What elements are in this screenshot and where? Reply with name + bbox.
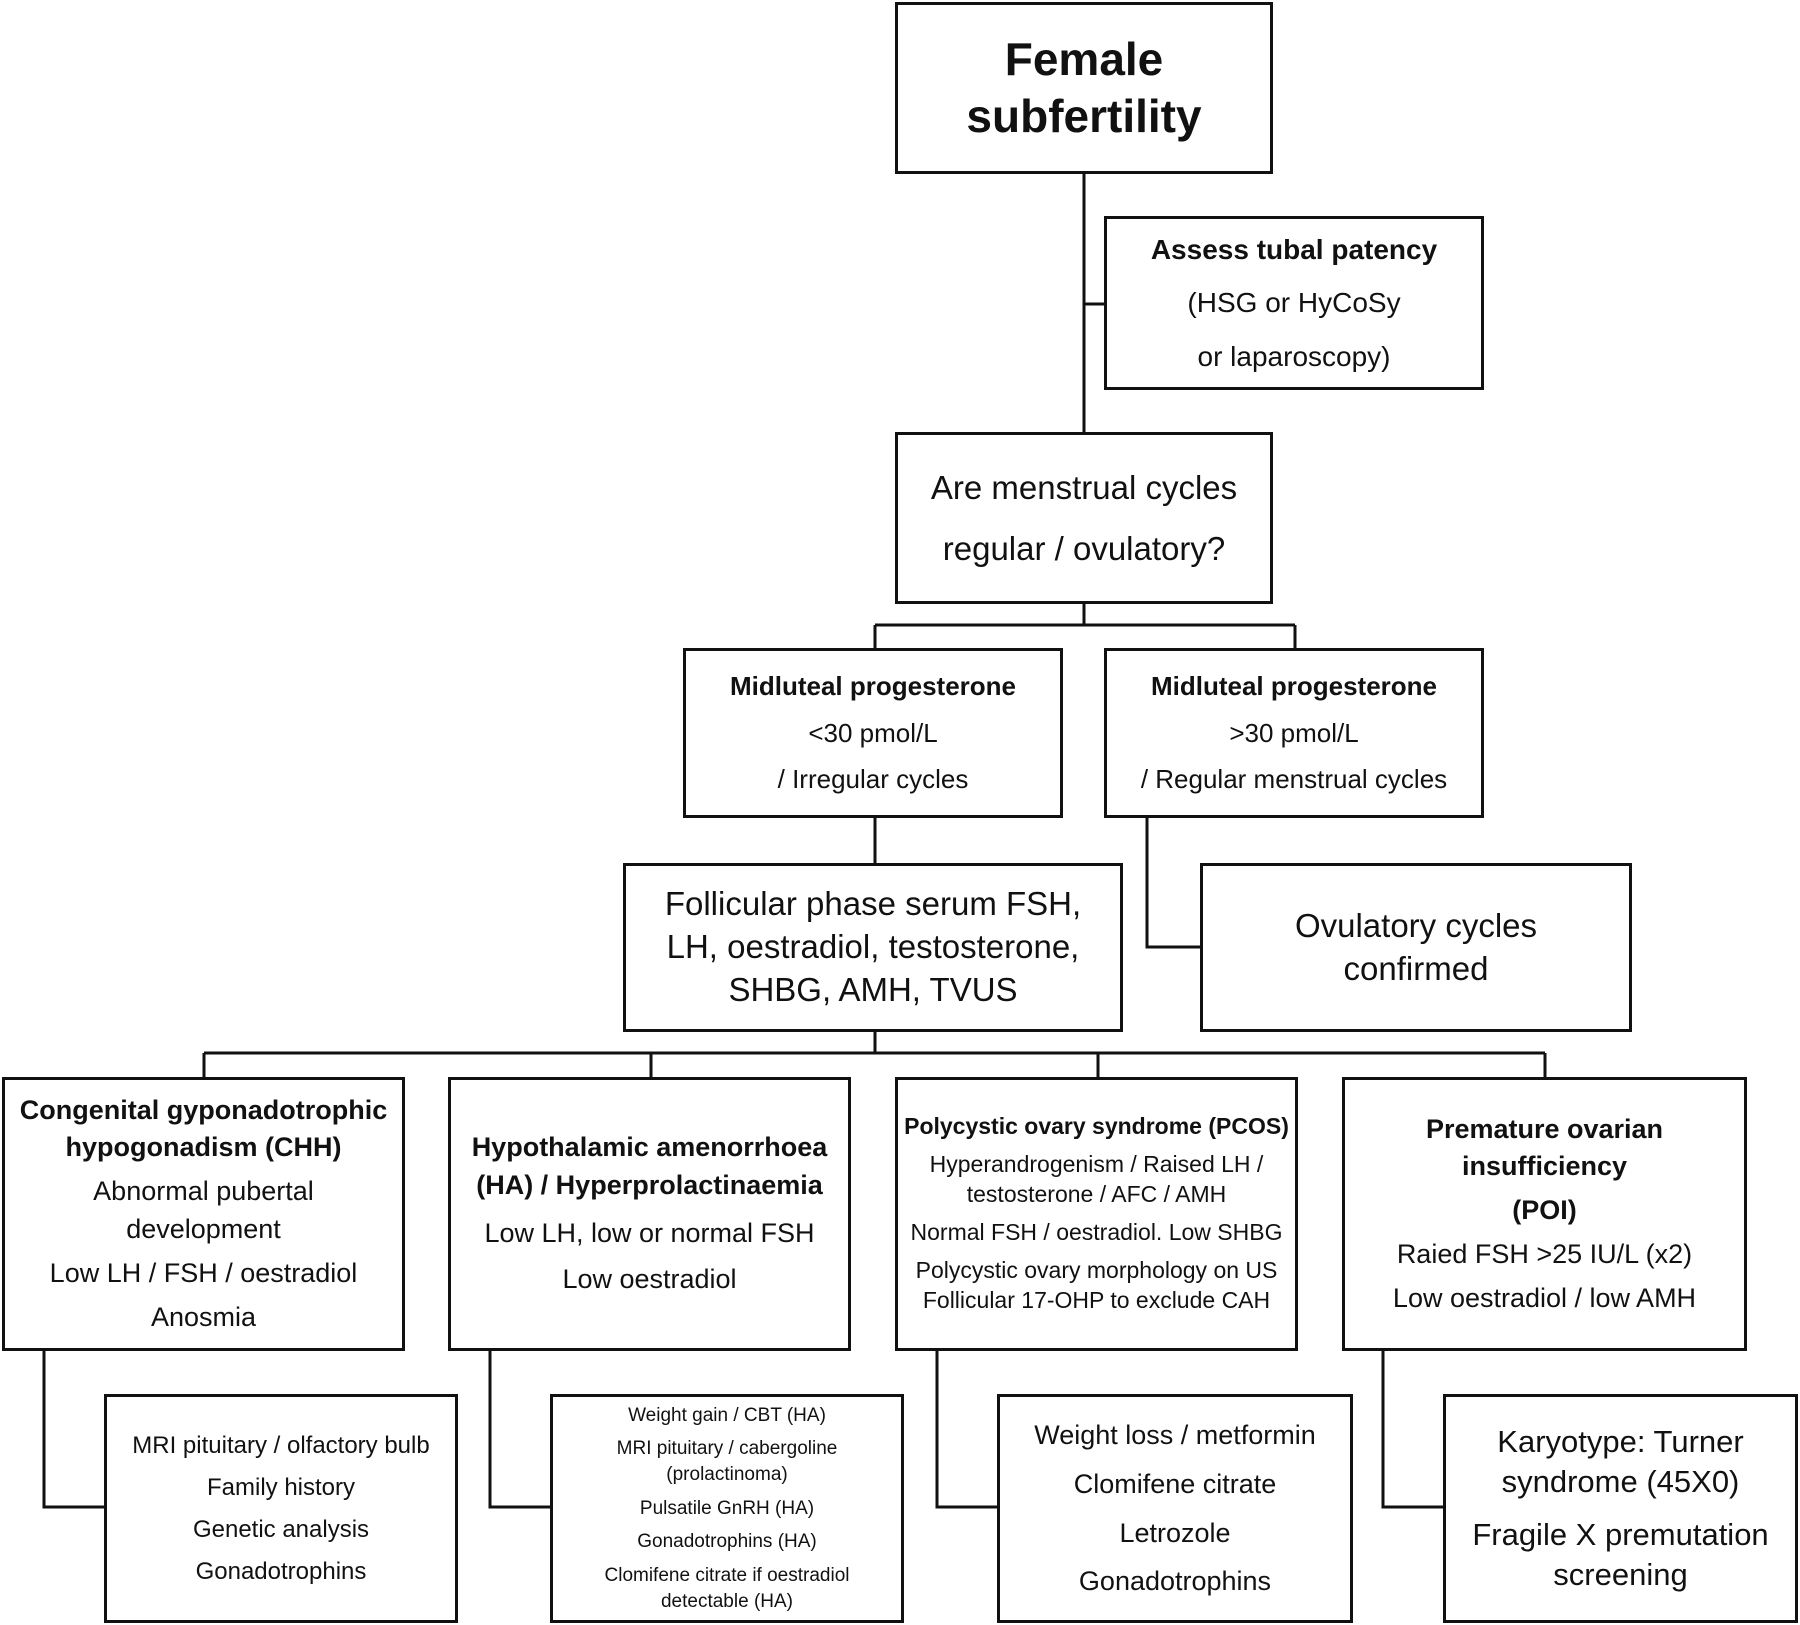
ha-treatment-box: Weight gain / CBT (HA) MRI pituitary / c… <box>550 1394 904 1623</box>
ovulatory-line2: confirmed <box>1343 949 1489 987</box>
ha-tx-line4: Pulsatile GnRH (HA) <box>639 1497 815 1519</box>
chh-tx-line4: Gonadotrophins <box>195 1557 367 1585</box>
chh-title-line2: hypogonadism (CHH) <box>65 1132 342 1163</box>
follicular-line1: Follicular phase serum FSH, <box>664 885 1082 923</box>
connector-ha-tx <box>488 1351 550 1509</box>
poi-title-line1: Premature ovarian <box>1425 1113 1664 1144</box>
ha-line2: Low oestradiol <box>562 1263 737 1294</box>
chh-tx-line2: Family history <box>206 1473 356 1501</box>
poi-treatment-box: Karyotype: Turner syndrome (45X0) Fragil… <box>1443 1394 1798 1623</box>
chh-line1: Abnormal pubertal <box>93 1176 314 1207</box>
pcos-title: Polycystic ovary syndrome (PCOS) <box>904 1113 1289 1140</box>
tubal-line2: or laparoscopy) <box>1197 340 1391 372</box>
prog-low-box: Midluteal progesterone <30 pmol/L / Irre… <box>683 648 1063 818</box>
poi-tx-line1: Karyotype: Turner <box>1497 1423 1744 1459</box>
ha-tx-line6: Clomifene citrate if oestradiol <box>604 1564 850 1586</box>
question-line1: Are menstrual cycles <box>930 468 1238 506</box>
prog-high-title: Midluteal progesterone <box>1150 670 1438 701</box>
prog-high-line1: >30 pmol/L <box>1229 717 1359 748</box>
poi-line2: Low oestradiol / low AMH <box>1392 1282 1697 1313</box>
follicular-line2: LH, oestradiol, testosterone, <box>666 928 1080 966</box>
poi-tx-line2: syndrome (45X0) <box>1501 1464 1740 1500</box>
chh-tx-line1: MRI pituitary / olfactory bulb <box>132 1431 430 1459</box>
ha-box: Hypothalamic amenorrhoea (HA) / Hyperpro… <box>448 1077 851 1351</box>
root-title-line1: Female <box>1004 32 1164 85</box>
tubal-box: Assess tubal patency (HSG or HyCoSy or l… <box>1104 216 1484 390</box>
ovulatory-box: Ovulatory cycles confirmed <box>1200 863 1632 1032</box>
pcos-tx-line4: Gonadotrophins <box>1078 1566 1272 1597</box>
ha-title-line1: Hypothalamic amenorrhoea <box>471 1132 828 1163</box>
question-line2: regular / ovulatory? <box>942 530 1226 567</box>
chh-tx-line3: Genetic analysis <box>192 1515 370 1543</box>
pcos-tx-line2: Clomifene citrate <box>1073 1468 1277 1499</box>
pcos-box: Polycystic ovary syndrome (PCOS) Hyperan… <box>895 1077 1298 1351</box>
ovulatory-line1: Ovulatory cycles <box>1294 906 1538 944</box>
pcos-line3: Normal FSH / oestradiol. Low SHBG <box>910 1219 1283 1245</box>
question-box: Are menstrual cycles regular / ovulatory… <box>895 432 1273 604</box>
chh-title-line1: Congenital gyponadotrophic <box>19 1094 388 1125</box>
pcos-treatment-box: Weight loss / metformin Clomifene citrat… <box>997 1394 1353 1623</box>
poi-tx-line4: screening <box>1553 1556 1688 1592</box>
chh-box: Congenital gyponadotrophic hypogonadism … <box>2 1077 405 1351</box>
ha-title-line2: (HA) / Hyperprolactinaemia <box>476 1170 823 1201</box>
pcos-line1: Hyperandrogenism / Raised LH / <box>929 1151 1264 1178</box>
root-title-line2: subfertility <box>966 90 1202 142</box>
poi-title-line3: (POI) <box>1512 1195 1577 1226</box>
connector-poi-tx <box>1381 1351 1443 1509</box>
tubal-line1: (HSG or HyCoSy <box>1187 287 1401 319</box>
ha-tx-line7: detectable (HA) <box>660 1590 793 1612</box>
prog-high-line2: / Regular menstrual cycles <box>1140 764 1448 795</box>
ha-tx-line1: Weight gain / CBT (HA) <box>628 1404 826 1426</box>
chh-treatment-box: MRI pituitary / olfactory bulb Family hi… <box>104 1394 458 1623</box>
poi-box: Premature ovarian insufficiency (POI) Ra… <box>1342 1077 1747 1351</box>
pcos-line2: testosterone / AFC / AMH <box>966 1181 1227 1208</box>
pcos-line4: Polycystic ovary morphology on US <box>915 1256 1278 1283</box>
chh-line3: Low LH / FSH / oestradiol <box>49 1257 358 1288</box>
pcos-line5: Follicular 17-OHP to exclude CAH <box>922 1286 1271 1313</box>
follicular-line3: SHBG, AMH, TVUS <box>728 970 1018 1008</box>
connector-pcos-tx <box>935 1351 997 1509</box>
prog-high-box: Midluteal progesterone >30 pmol/L / Regu… <box>1104 648 1484 818</box>
ha-tx-line2: MRI pituitary / cabergoline <box>616 1438 838 1460</box>
root-box: Female subfertility <box>895 2 1273 174</box>
ha-tx-line5: Gonadotrophins (HA) <box>637 1531 817 1553</box>
ha-tx-line3: (prolactinoma) <box>666 1464 788 1486</box>
chh-line4: Anosmia <box>150 1301 257 1332</box>
poi-tx-line3: Fragile X premutation <box>1472 1516 1769 1552</box>
prog-low-line2: / Irregular cycles <box>777 764 969 795</box>
pcos-tx-line1: Weight loss / metformin <box>1034 1420 1316 1451</box>
tubal-title: Assess tubal patency <box>1150 234 1438 266</box>
poi-title-line2: insufficiency <box>1461 1151 1628 1182</box>
prog-low-line1: <30 pmol/L <box>808 717 938 748</box>
chh-line2: development <box>126 1214 281 1244</box>
ha-line1: Low LH, low or normal FSH <box>484 1218 815 1248</box>
pcos-tx-line3: Letrozole <box>1119 1517 1231 1548</box>
connector-chh-tx <box>42 1351 104 1509</box>
follicular-box: Follicular phase serum FSH, LH, oestradi… <box>623 863 1123 1032</box>
poi-line1: Raied FSH >25 IU/L (x2) <box>1396 1238 1693 1269</box>
connector-prog-ovulatory <box>1145 818 1200 949</box>
prog-low-title: Midluteal progesterone <box>729 670 1017 701</box>
